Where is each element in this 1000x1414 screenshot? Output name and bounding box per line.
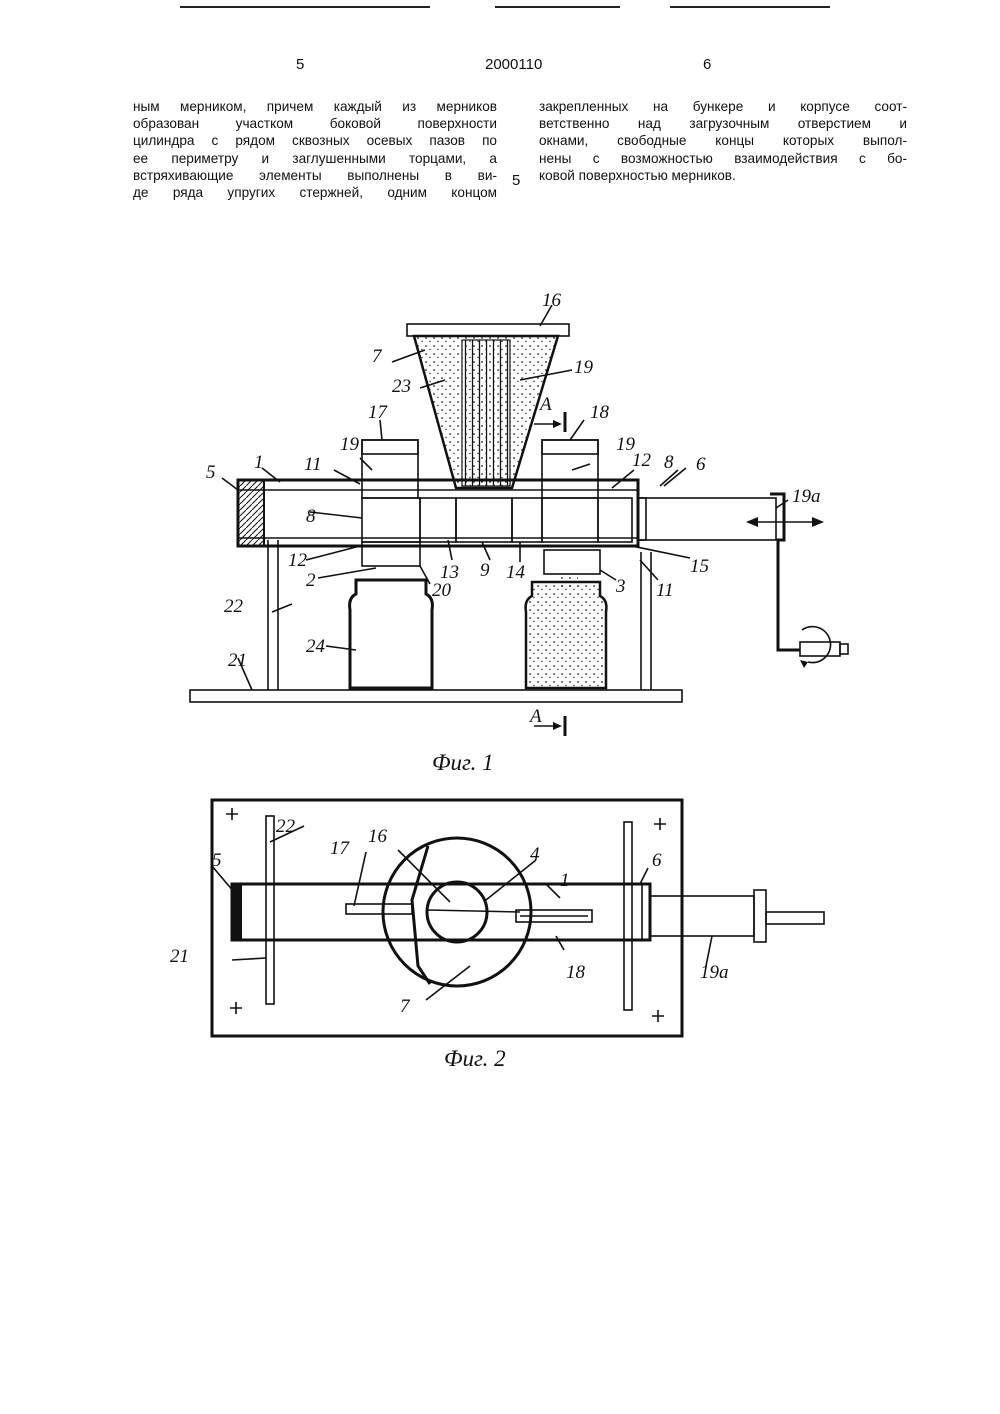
figure-1-drawing: 16 7 19 23 A 17 18 19 19 1 11 12 8 6 5 8… — [190, 290, 848, 775]
label-22: 22 — [276, 816, 296, 837]
figure-1-caption: Фиг. 1 — [432, 750, 494, 775]
label-12: 12 — [632, 450, 652, 471]
rod-shaft — [766, 912, 824, 924]
insert-crosshatch-3 — [598, 498, 632, 542]
label-18: 18 — [566, 962, 586, 983]
label-a-top: A — [538, 394, 552, 415]
rod-plan — [650, 896, 754, 936]
hopper-rods — [462, 340, 510, 486]
label-9: 9 — [480, 560, 490, 581]
label-24: 24 — [306, 636, 326, 657]
label-17: 17 — [330, 838, 351, 859]
crank-knob-end — [840, 644, 848, 654]
rod-axis — [428, 910, 520, 912]
label-5: 5 — [206, 462, 216, 483]
label-5: 5 — [212, 850, 222, 871]
crank-knob — [800, 642, 840, 656]
leg-plan — [624, 822, 632, 1010]
meter-body-right — [542, 498, 598, 542]
label-8: 8 — [664, 452, 674, 473]
meter-top-left — [362, 440, 418, 454]
label-21: 21 — [228, 650, 247, 671]
label-16: 16 — [368, 826, 388, 847]
hopper-lid — [407, 324, 569, 336]
label-2: 2 — [306, 570, 316, 591]
outlet-3 — [544, 550, 600, 574]
label-19a: 19a — [792, 486, 821, 507]
label-17: 17 — [368, 402, 389, 423]
falling-material — [560, 574, 578, 588]
rod-17 — [346, 904, 412, 914]
meter-top-right — [542, 440, 598, 454]
label-22: 22 — [224, 596, 244, 617]
label-11: 11 — [656, 580, 674, 601]
jar-right-filled — [526, 582, 607, 688]
leader-lines — [212, 826, 712, 1000]
base-plate — [190, 690, 682, 702]
rotation-arrow-head — [800, 660, 808, 668]
figure-2-drawing: 22 16 17 4 1 6 5 21 18 19a 7 Фиг. 2 — [170, 800, 824, 1071]
label-1: 1 — [560, 870, 570, 891]
label-3: 3 — [615, 576, 626, 597]
label-14: 14 — [506, 562, 526, 583]
meter-disc — [427, 882, 487, 942]
jar-24-left — [350, 580, 433, 688]
rod-flange — [754, 890, 766, 942]
label-15: 15 — [690, 556, 709, 577]
label-6: 6 — [696, 454, 706, 475]
label-11: 11 — [304, 454, 322, 475]
crank-handle — [770, 494, 800, 650]
label-4: 4 — [530, 844, 540, 865]
label-19a: 19a — [700, 962, 729, 983]
insert-crosshatch-1 — [420, 498, 456, 542]
figure-2-caption: Фиг. 2 — [444, 1046, 506, 1071]
label-20: 20 — [432, 580, 452, 601]
meter-center — [456, 498, 512, 542]
label-8: 8 — [306, 506, 316, 527]
label-a-bottom: A — [528, 706, 542, 727]
label-19: 19 — [574, 357, 594, 378]
label-7: 7 — [400, 996, 411, 1017]
meter-body-left — [362, 498, 420, 542]
label-12: 12 — [288, 550, 308, 571]
label-7: 7 — [372, 346, 383, 367]
label-18: 18 — [590, 402, 610, 423]
insert-crosshatch-2 — [512, 498, 542, 542]
leg-plan — [266, 816, 274, 1004]
label-6: 6 — [652, 850, 662, 871]
label-19: 19 — [340, 434, 360, 455]
rotation-arrow — [802, 627, 831, 663]
label-21: 21 — [170, 946, 189, 967]
label-23: 23 — [392, 376, 411, 397]
label-1: 1 — [254, 452, 264, 473]
label-16: 16 — [542, 290, 562, 311]
